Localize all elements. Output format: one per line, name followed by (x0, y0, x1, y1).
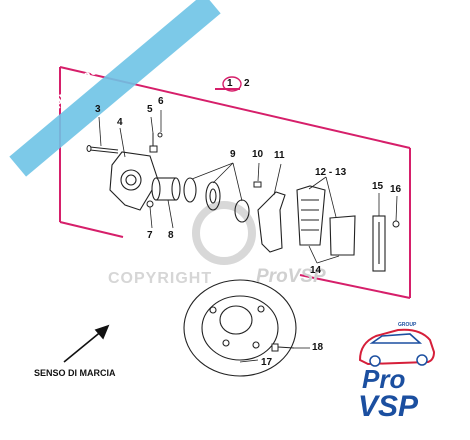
part-5-6-bleeder (149, 132, 163, 153)
part-4-caliper (109, 151, 159, 211)
part-label-14: 14 (310, 265, 322, 276)
logo-pro-text: Pro (362, 364, 406, 394)
part-label-16: 16 (390, 184, 402, 195)
part-label-7: 7 (147, 230, 153, 241)
part-label-18: 18 (312, 342, 324, 353)
part-8-piston (151, 177, 181, 201)
part-16-nut (392, 220, 400, 228)
assembly-label-circle (222, 76, 242, 92)
leader-lines (98, 110, 398, 363)
part-12-13-pads (296, 185, 356, 256)
logo-car-icon (358, 328, 436, 367)
assembly-label-1: 1 (227, 78, 233, 89)
part-label-6: 6 (158, 96, 164, 107)
part-11-spring-plate (257, 191, 286, 253)
watermark-banner (9, 0, 221, 177)
watermark-copyright-text: COPYRIGHT (108, 270, 213, 287)
assembly-label-2: 2 (244, 78, 250, 89)
part-18-bolt (271, 343, 295, 352)
part-label-3: 3 (95, 104, 101, 115)
part-3-bolt (86, 145, 119, 154)
part-label-5: 5 (147, 104, 153, 115)
watermark-brand-text: ProVSP (256, 266, 326, 287)
part-label-17: 17 (261, 357, 273, 368)
part-label-4: 4 (117, 117, 123, 128)
part-label-9: 9 (230, 149, 236, 160)
part-17-brake-disc (183, 279, 297, 377)
part-label-15: 15 (372, 181, 384, 192)
driving-direction-arrow (63, 324, 110, 363)
part-15-bracket (372, 215, 386, 272)
part-label-8: 8 (168, 230, 174, 241)
part-label-11: 11 (274, 150, 285, 161)
direction-caption: SENSO DI MARCIA (34, 368, 116, 378)
part-label-12-13: 12 - 13 (315, 167, 347, 178)
watermark-copyright-circle (192, 201, 256, 265)
part-label-10: 10 (252, 149, 264, 160)
part-9-seals (183, 177, 250, 223)
part-7-nut (146, 200, 154, 208)
part-10-pin (253, 181, 262, 188)
logo-badge: GROUP (398, 322, 417, 328)
logo-vsp-text: VSP (358, 390, 419, 423)
